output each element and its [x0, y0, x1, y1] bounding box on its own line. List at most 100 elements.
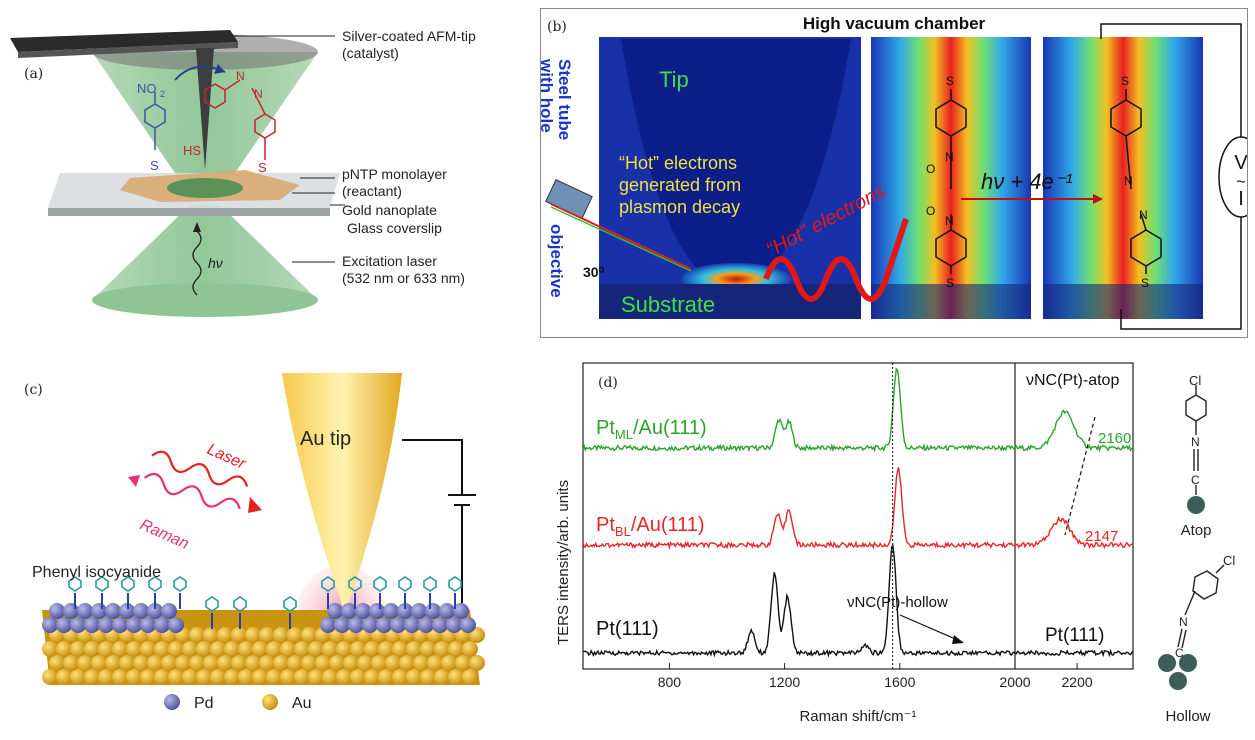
hot-electron-wave	[763, 218, 909, 302]
pntp-molecule-left	[144, 92, 166, 150]
svg-text:S: S	[946, 276, 954, 290]
panel-a: NO 2 S N N HS S hν (a) Silver-coated AFM…	[0, 0, 540, 345]
phenyl-isocyanide-molecule	[448, 576, 462, 609]
phenyl-isocyanide-molecule	[373, 576, 387, 609]
peak-shift-dashed-line	[1064, 416, 1096, 536]
x-tick-label: 2200	[1062, 674, 1093, 690]
series-label: Pt(111)	[596, 618, 659, 640]
photon-wave	[192, 225, 202, 296]
pd-atom-rows	[42, 603, 476, 633]
hollow-pt-atom-2	[1179, 654, 1197, 672]
panel-c: Laser Raman Au tip Phenyl isocyanide Pd …	[0, 345, 540, 735]
svg-text:I: I	[1238, 188, 1244, 210]
panel-a-label: (a)	[24, 66, 44, 82]
objective-label: objective	[547, 224, 566, 298]
svg-text:O: O	[926, 204, 935, 218]
atop-molecule	[1185, 385, 1207, 495]
phenyl-isocyanide-molecule	[68, 576, 82, 609]
reaction-text: hν + 4e⁻¹	[981, 169, 1073, 194]
au-legend-icon	[262, 694, 278, 710]
svg-text:Cl: Cl	[1189, 373, 1201, 388]
x-tick-label: 1200	[769, 674, 800, 690]
svg-text:Cl: Cl	[1223, 553, 1235, 568]
phenyl-isocyanide-molecule	[348, 576, 362, 609]
svg-text:N: N	[1139, 208, 1148, 222]
svg-text:S: S	[258, 160, 267, 175]
pd-legend-label: Pd	[194, 695, 214, 712]
atop-annotation: νNC(Pt)-atop	[1026, 372, 1119, 389]
laser-label: Laser	[204, 441, 248, 473]
callout-tip: Silver-coated AFM-tip(catalyst)	[342, 28, 476, 61]
atop-label: Atop	[1181, 522, 1212, 539]
callout-coverslip: Glass coverslip	[347, 220, 442, 236]
right-pt111-label: Pt(111)	[1045, 625, 1105, 646]
y-axis-label: TERS intensity/arb. units	[555, 480, 572, 645]
svg-text:~: ~	[1236, 174, 1245, 191]
phenyl-isocyanide-molecules	[68, 576, 462, 629]
substrate-region	[599, 284, 861, 319]
with-hole-label: with hole	[541, 58, 556, 133]
phenyl-isocyanide-molecule	[398, 576, 412, 609]
hollow-label: Hollow	[1165, 708, 1210, 725]
svg-text:HS: HS	[183, 143, 201, 158]
hollow-arrow	[899, 614, 961, 642]
hot-text-line1: “Hot” electrons	[619, 153, 737, 173]
svg-text:N: N	[945, 150, 954, 164]
panel-b-label: (b)	[547, 19, 567, 35]
steel-tube-label: Steel tube	[555, 59, 574, 140]
au-tip	[282, 373, 402, 613]
no2-label: NO	[137, 81, 157, 96]
svg-text:O: O	[926, 162, 935, 176]
sim-column-right	[1043, 37, 1203, 319]
atop-pt-atom	[1187, 496, 1205, 514]
chart-series: PtML/Au(111)PtBL/Au(111)Pt(111)	[582, 367, 1134, 658]
phenyl-isocyanide-molecule	[283, 596, 297, 629]
molecule-middle	[935, 89, 967, 274]
series-line	[583, 544, 1134, 658]
x-tick-label: 1600	[884, 674, 915, 690]
hot-text-line3: plasmon decay	[619, 197, 740, 217]
phenyl-isocyanide-molecule	[423, 576, 437, 609]
panel-c-illustration: Laser Raman Au tip Phenyl isocyanide Pd …	[32, 373, 485, 712]
substrate-label: Substrate	[621, 292, 715, 317]
raman-wave	[143, 472, 241, 510]
lower-laser-cone	[92, 205, 318, 300]
svg-text:N: N	[254, 87, 263, 101]
svg-text:S: S	[1141, 276, 1149, 290]
x-tick-label: 800	[658, 674, 682, 690]
phenyl-isocyanide-molecule	[321, 576, 335, 609]
panel-d-label: (d)	[598, 375, 618, 391]
au-tip-label: Au tip	[300, 428, 351, 450]
x-axis-label: Raman shift/cm⁻¹	[799, 708, 916, 725]
panel-c-label: (c)	[24, 382, 43, 398]
circuit-wire	[1100, 23, 1242, 139]
phenyl-isocyanide-molecule	[148, 576, 162, 609]
hollow-molecule	[1177, 564, 1225, 649]
callout-monolayer: pNTP monolayer(reactant)	[342, 166, 447, 199]
panel-b: High vacuum chamber V I ~ 30⁰ hν + 4e⁻¹	[537, 8, 1255, 338]
afm-tip	[196, 48, 214, 170]
raman-label: Raman	[137, 516, 191, 553]
hot-text-line2: generated from	[619, 175, 741, 195]
laser-beam	[550, 203, 692, 270]
svg-text:N: N	[236, 69, 245, 83]
hollow-pt-atom-1	[1158, 654, 1176, 672]
phenyl-isocyanide-molecule	[95, 576, 109, 609]
laser-wave	[151, 450, 249, 487]
phenyl-isocyanide-molecule	[121, 576, 135, 609]
afm-cantilever	[10, 30, 238, 52]
bias-wire	[402, 439, 463, 495]
panel-a-illustration: NO 2 S N N HS S hν	[10, 30, 345, 317]
svg-text:V: V	[1234, 152, 1247, 174]
au-legend-label: Au	[292, 695, 312, 712]
svg-text:N: N	[1191, 435, 1200, 449]
phenyl-isocyanide-molecule	[173, 576, 187, 609]
svg-text:N: N	[945, 214, 954, 228]
series-label: PtML/Au(111)	[596, 417, 707, 442]
callout-nanoplate: Gold nanoplate	[342, 202, 437, 218]
svg-text:N: N	[1179, 615, 1188, 629]
series-line	[582, 467, 1134, 550]
svg-text:S: S	[150, 158, 159, 173]
